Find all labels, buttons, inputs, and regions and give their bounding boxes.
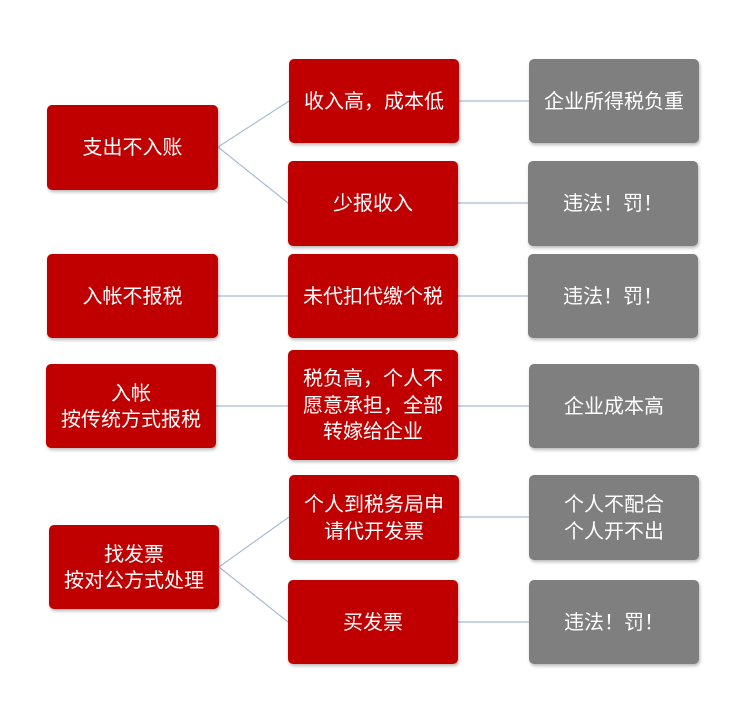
node-recorded-traditional-tax: 入帐 按传统方式报税: [46, 364, 216, 448]
connector-l1-m2: [217, 146, 289, 204]
connector-l4-m5: [218, 516, 290, 568]
connector-l1-m1: [217, 100, 290, 148]
node-find-invoices: 找发票 按对公方式处理: [49, 525, 219, 609]
connector-l4-m6: [218, 566, 289, 623]
node-high-income-low-cost: 收入高，成本低: [289, 59, 459, 143]
outcome-heavy-corporate-tax: 企业所得税负重: [529, 59, 699, 143]
outcome-illegal-penalty-1: 违法！罚！: [528, 161, 698, 246]
outcome-illegal-penalty-3: 违法！罚！: [529, 580, 699, 664]
outcome-individual-uncooperative: 个人不配合 个人开不出: [529, 475, 699, 560]
outcome-illegal-penalty-2: 违法！罚！: [528, 254, 698, 338]
outcome-high-corporate-cost: 企业成本高: [529, 364, 699, 448]
node-underreport-income: 少报收入: [288, 161, 458, 246]
node-recorded-not-taxed: 入帐不报税: [47, 254, 218, 338]
node-no-withholding: 未代扣代缴个税: [288, 254, 458, 338]
node-unrecorded-expenses: 支出不入账: [47, 105, 218, 190]
node-high-tax-burden: 税负高，个人不 愿意承担，全部 转嫁给企业: [288, 350, 458, 460]
node-buy-invoices: 买发票: [288, 580, 458, 664]
node-apply-invoice-at-bureau: 个人到税务局申 请代开发票: [289, 475, 459, 560]
